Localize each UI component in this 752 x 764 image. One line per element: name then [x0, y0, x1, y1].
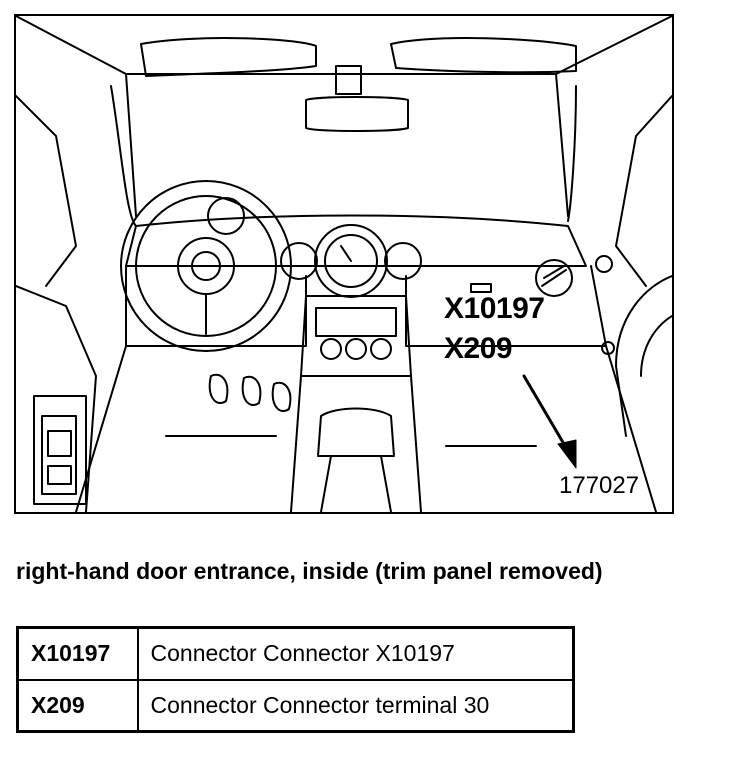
table-row: X209 Connector Connector terminal 30 [16, 678, 575, 733]
callout-x10197: X10197 [444, 292, 545, 325]
connector-code: X209 [16, 678, 139, 733]
connector-code: X10197 [16, 626, 139, 681]
connector-description: Connector Connector terminal 30 [136, 678, 575, 733]
connector-legend-table: X10197 Connector Connector X10197 X209 C… [16, 626, 575, 733]
figure-number: 177027 [559, 472, 640, 499]
dashboard-line-drawing [16, 16, 672, 512]
connector-description: Connector Connector X10197 [136, 626, 575, 681]
vehicle-interior-illustration: X10197 X209 177027 [14, 14, 674, 514]
table-row: X10197 Connector Connector X10197 [16, 626, 575, 681]
callout-x209: X209 [444, 332, 513, 365]
figure-caption: right-hand door entrance, inside (trim p… [16, 558, 603, 584]
